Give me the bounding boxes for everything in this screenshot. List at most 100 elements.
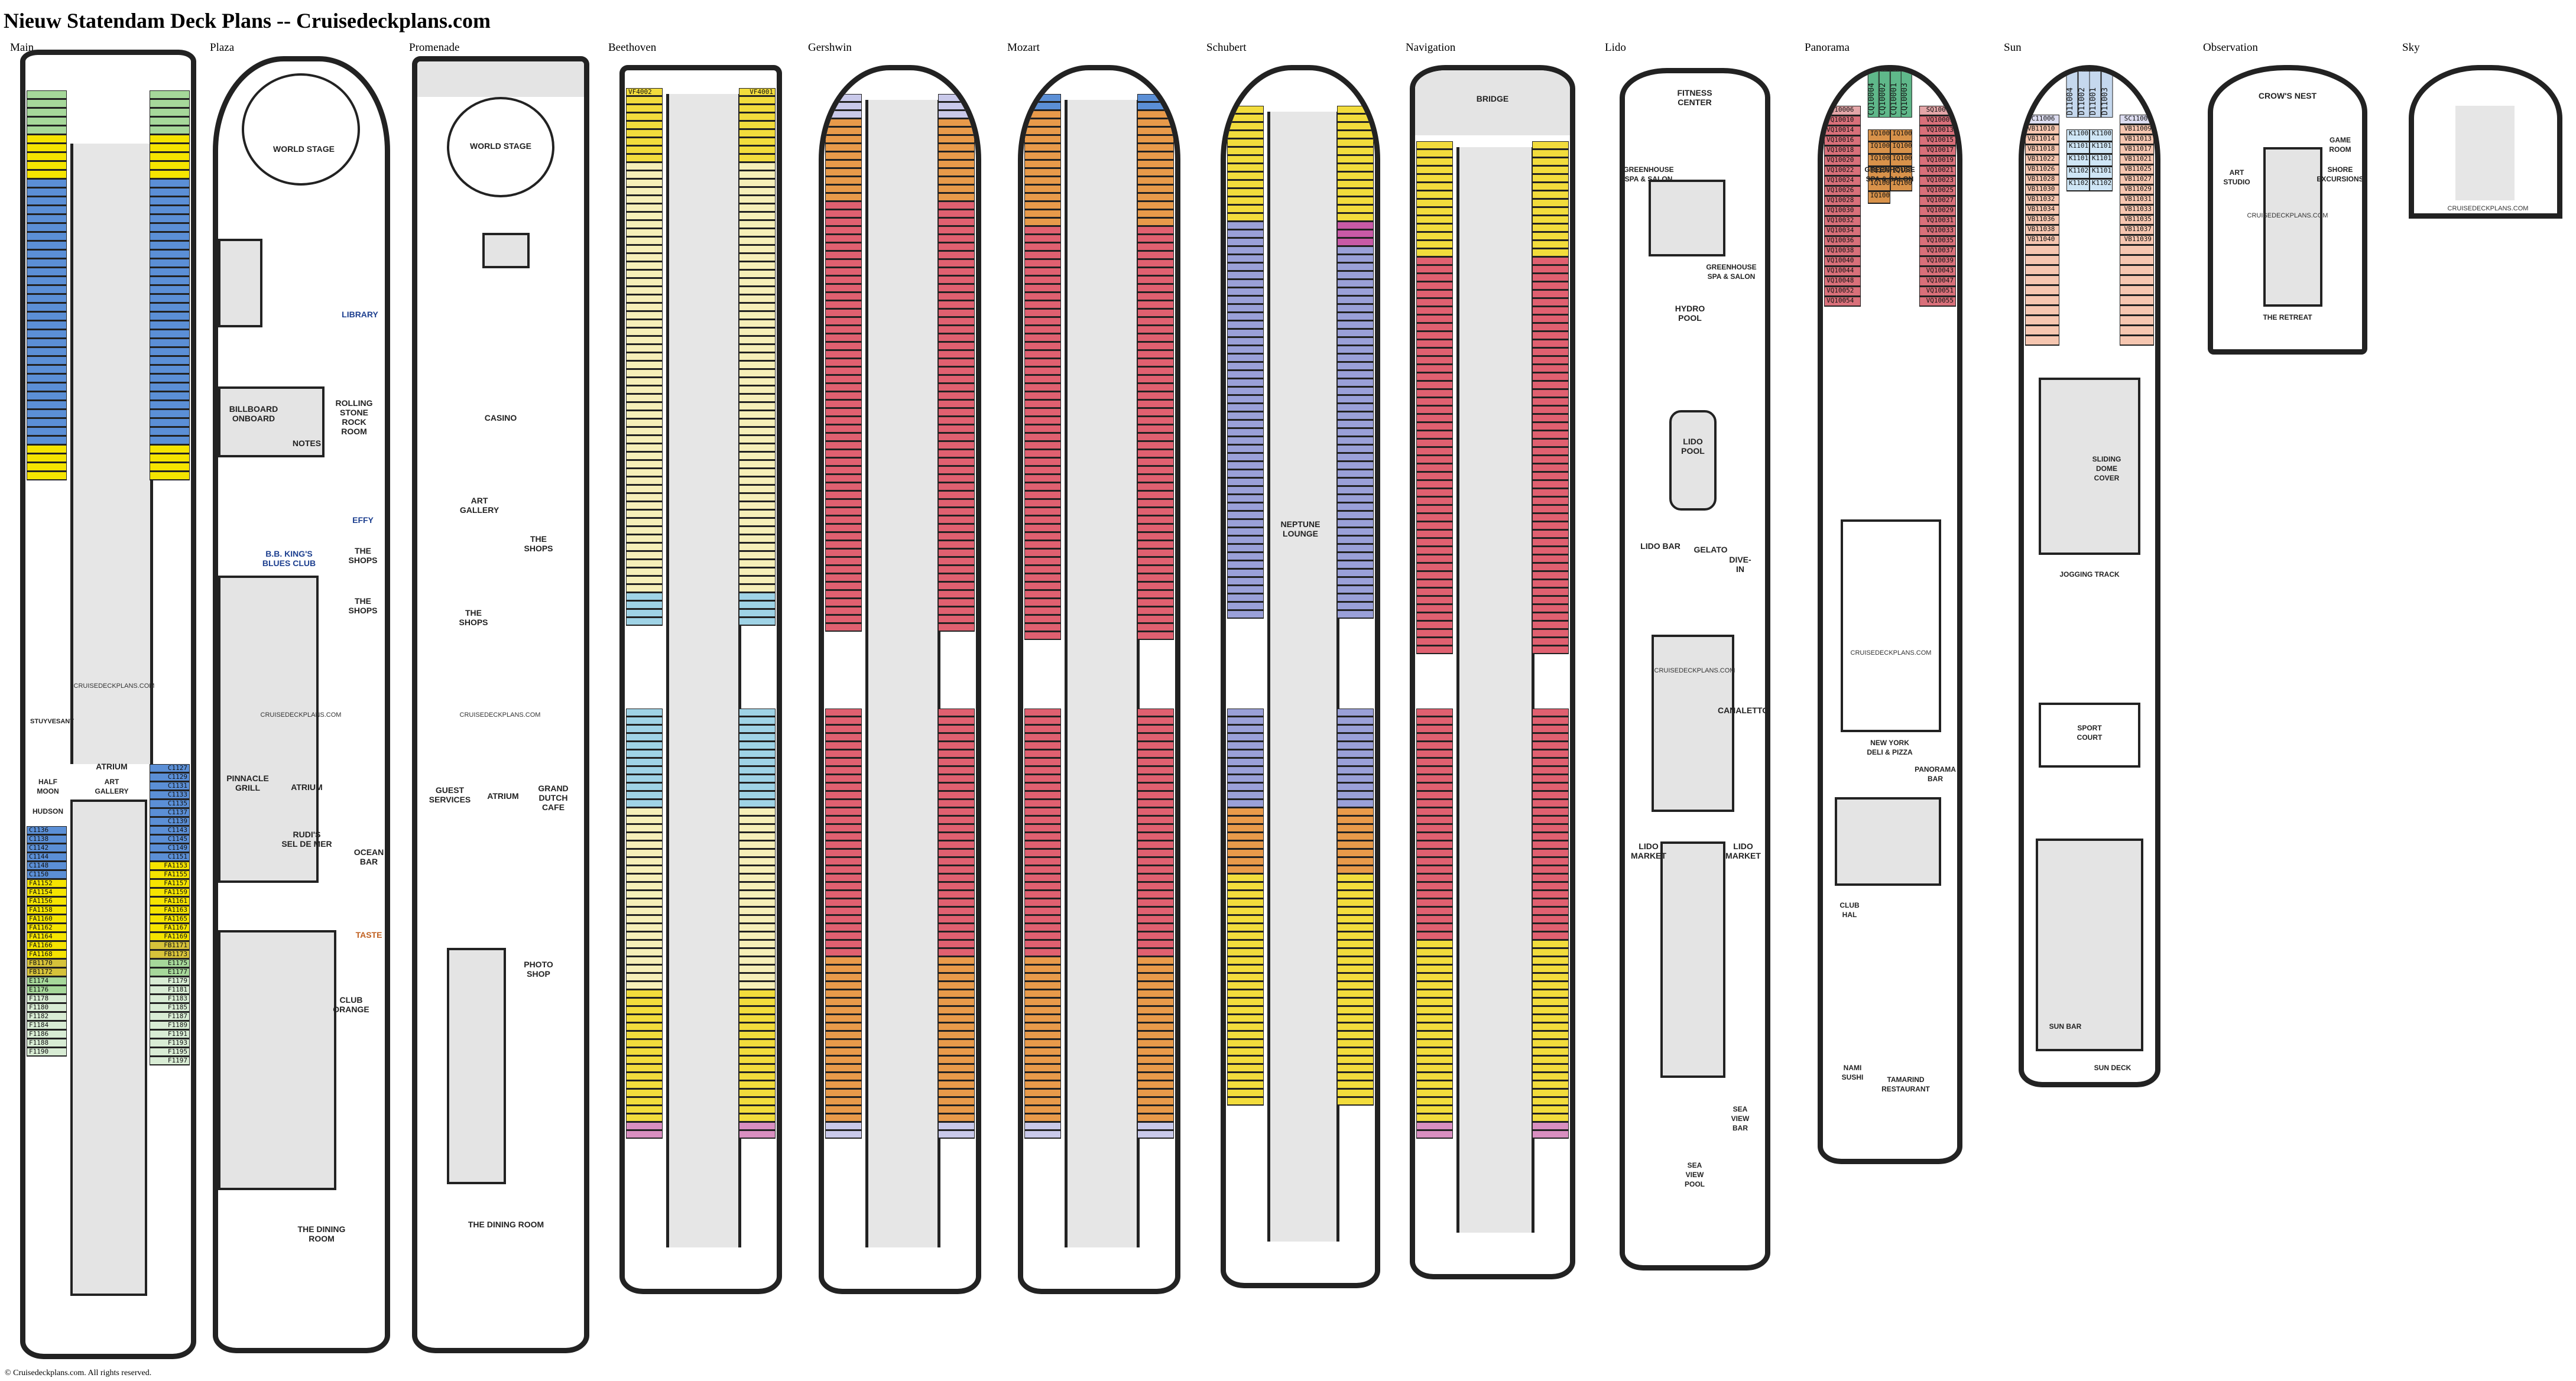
cabin[interactable]: VQ10018 xyxy=(1824,146,1861,156)
cabin[interactable] xyxy=(1416,547,1453,555)
cabin[interactable]: VQ10030 xyxy=(1824,206,1861,216)
cabin[interactable]: D11003 xyxy=(2101,70,2113,118)
cabin[interactable] xyxy=(1416,982,1453,990)
cabin[interactable] xyxy=(1532,891,1569,899)
cabin[interactable] xyxy=(150,356,190,365)
cabin[interactable] xyxy=(739,436,776,444)
cabin[interactable] xyxy=(825,582,862,590)
cabin[interactable] xyxy=(938,268,975,276)
cabin[interactable] xyxy=(1532,1130,1569,1139)
cabin[interactable] xyxy=(626,816,663,824)
cabin[interactable] xyxy=(1416,332,1453,340)
cabin[interactable] xyxy=(938,168,975,177)
cabin[interactable] xyxy=(739,493,776,502)
cabin[interactable] xyxy=(1416,191,1453,199)
cabin[interactable] xyxy=(825,317,862,326)
cabin[interactable] xyxy=(1532,580,1569,588)
cabin[interactable] xyxy=(150,330,190,339)
cabin[interactable] xyxy=(1337,1048,1374,1056)
cabin[interactable] xyxy=(1137,193,1174,202)
cabin[interactable] xyxy=(1137,516,1174,524)
cabin[interactable] xyxy=(1337,213,1374,222)
cabin[interactable] xyxy=(626,1048,663,1056)
cabin[interactable]: VQ10029 xyxy=(1919,206,1956,216)
cabin[interactable] xyxy=(825,458,862,466)
cabin[interactable]: FB1172 xyxy=(27,968,67,977)
cabin[interactable] xyxy=(1024,758,1061,766)
cabin[interactable] xyxy=(1137,783,1174,791)
cabin[interactable] xyxy=(938,590,975,599)
cabin[interactable] xyxy=(1337,709,1374,717)
cabin[interactable] xyxy=(1416,150,1453,158)
cabin[interactable] xyxy=(1227,503,1264,511)
cabin[interactable] xyxy=(1416,750,1453,758)
cabin[interactable]: C1137 xyxy=(150,808,190,817)
cabin[interactable] xyxy=(938,833,975,841)
cabin[interactable] xyxy=(1137,235,1174,243)
cabin[interactable] xyxy=(1227,841,1264,849)
cabin[interactable] xyxy=(1416,183,1453,191)
cabin[interactable] xyxy=(626,295,663,303)
cabin[interactable] xyxy=(938,791,975,800)
cabin[interactable] xyxy=(825,276,862,284)
cabin[interactable] xyxy=(1227,172,1264,180)
cabin[interactable] xyxy=(739,212,776,220)
cabin[interactable]: E1174 xyxy=(27,977,67,986)
cabin[interactable] xyxy=(1024,111,1061,119)
cabin[interactable] xyxy=(1337,528,1374,536)
cabin[interactable] xyxy=(1337,586,1374,594)
cabin[interactable] xyxy=(1532,307,1569,315)
cabin[interactable] xyxy=(1337,437,1374,445)
cabin[interactable]: C1138 xyxy=(27,835,67,844)
cabin[interactable] xyxy=(1416,439,1453,447)
cabin[interactable] xyxy=(1137,709,1174,717)
cabin[interactable]: C1143 xyxy=(150,826,190,835)
cabin[interactable] xyxy=(1227,717,1264,725)
cabin[interactable]: C1136 xyxy=(27,826,67,835)
cabin[interactable] xyxy=(1227,230,1264,238)
cabin[interactable] xyxy=(626,1056,663,1064)
cabin[interactable] xyxy=(739,924,776,932)
cabin[interactable] xyxy=(825,982,862,990)
cabin[interactable] xyxy=(938,202,975,210)
cabin[interactable] xyxy=(938,717,975,725)
cabin[interactable] xyxy=(739,460,776,469)
cabin[interactable] xyxy=(825,483,862,491)
cabin[interactable] xyxy=(1024,948,1061,957)
cabin[interactable] xyxy=(150,179,190,188)
cabin[interactable] xyxy=(626,311,663,320)
cabin[interactable] xyxy=(1137,400,1174,408)
cabin[interactable] xyxy=(2025,255,2059,265)
cabin[interactable] xyxy=(626,129,663,138)
cabin[interactable] xyxy=(739,1015,776,1023)
cabin[interactable] xyxy=(1416,957,1453,965)
cabin[interactable] xyxy=(1227,395,1264,404)
cabin[interactable] xyxy=(938,367,975,375)
cabin[interactable] xyxy=(150,392,190,401)
cabin[interactable] xyxy=(1337,915,1374,924)
cabin[interactable] xyxy=(739,568,776,576)
cabin[interactable] xyxy=(1337,849,1374,857)
cabin[interactable] xyxy=(626,717,663,725)
cabin[interactable]: VF4002 xyxy=(626,88,663,96)
cabin[interactable]: VB11026 xyxy=(2025,165,2059,175)
cabin[interactable] xyxy=(27,117,67,126)
cabin[interactable]: SQ10006 xyxy=(1824,106,1861,116)
cabin[interactable] xyxy=(825,193,862,202)
cabin[interactable] xyxy=(825,766,862,775)
cabin[interactable] xyxy=(626,1089,663,1097)
cabin[interactable] xyxy=(825,849,862,857)
cabin[interactable] xyxy=(739,1023,776,1031)
cabin[interactable] xyxy=(739,295,776,303)
cabin[interactable] xyxy=(739,766,776,775)
cabin[interactable] xyxy=(1137,425,1174,433)
cabin[interactable] xyxy=(1532,899,1569,907)
cabin[interactable] xyxy=(938,607,975,615)
cabin[interactable] xyxy=(1024,907,1061,915)
cabin[interactable] xyxy=(938,1097,975,1106)
cabin[interactable] xyxy=(626,1081,663,1089)
cabin[interactable] xyxy=(1337,899,1374,907)
cabin[interactable] xyxy=(626,1031,663,1039)
cabin[interactable] xyxy=(825,1073,862,1081)
cabin[interactable] xyxy=(739,1089,776,1097)
